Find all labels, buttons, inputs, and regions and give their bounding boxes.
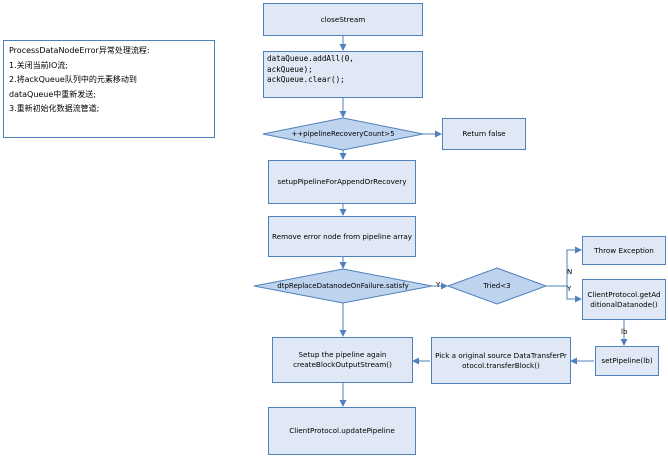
set-pipeline-node: setPipeline(lb): [595, 346, 659, 376]
recovery-check-diamond: [262, 117, 424, 151]
pick-source-node: Pick a original source DataTransferProto…: [431, 337, 571, 384]
edge-label-yes-tried: Y: [567, 285, 572, 293]
edge-tried-to-additional: [566, 286, 582, 303]
remove-error-node: Remove error node from pipeline array: [268, 216, 416, 257]
dtp-replace-diamond: [253, 268, 433, 304]
note-line: 3.重新初始化数据流管道;: [9, 104, 100, 113]
note-line: 2.将ackQueue队列中的元素移动到: [9, 75, 137, 84]
data-queue-node: dataQueue.addAll(0, ackQueue); ackQueue.…: [263, 51, 423, 98]
note-line: dataQueue中重新发送;: [9, 89, 96, 99]
edge-label-lb: lb: [621, 328, 628, 336]
note-line: 1.关闭当前IO流;: [9, 60, 68, 70]
process-notes-panel: ProcessDataNodeError异常处理流程: 1.关闭当前IO流; 2…: [3, 40, 215, 138]
edge-tried-to-throw: [546, 246, 582, 287]
update-pipeline-node: ClientProtocol.updatePipeline: [268, 407, 416, 455]
tried-diamond: [446, 267, 548, 305]
edge-label-yes: Y: [436, 281, 441, 289]
throw-exception-node: Throw Exception: [582, 236, 666, 265]
setup-pipeline-again-node: Setup the pipeline again createBlockOutp…: [272, 337, 413, 383]
close-stream-node: closeStream: [263, 3, 423, 36]
return-false-node: Return false: [442, 118, 526, 150]
note-line: ProcessDataNodeError异常处理流程:: [9, 46, 150, 55]
get-additional-datanode-node: ClientProtocol.getAdditionalDatanode(): [582, 279, 666, 320]
setup-pipeline-recovery-node: setupPipelineForAppendOrRecovery: [268, 160, 416, 204]
edge-label-no: N: [567, 268, 573, 276]
